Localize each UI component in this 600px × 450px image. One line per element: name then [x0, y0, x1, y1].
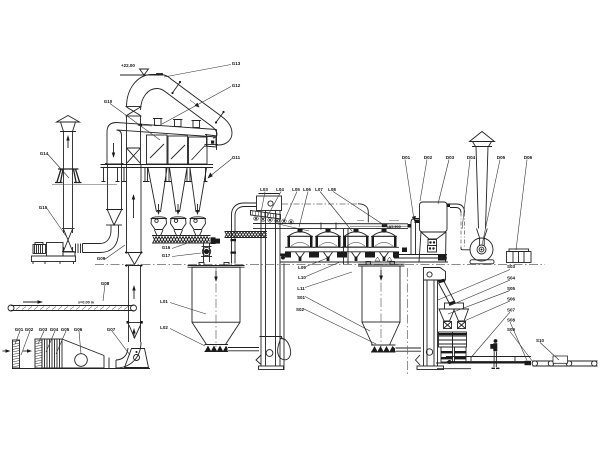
svg-text:S05: S05 [507, 286, 516, 291]
svg-text:D01: D01 [402, 155, 411, 160]
svg-text:S02: S02 [296, 307, 305, 312]
svg-text:L01: L01 [160, 299, 168, 304]
svg-text:L10: L10 [298, 275, 306, 280]
svg-text:S01: S01 [297, 295, 306, 300]
svg-text:S10: S10 [536, 338, 545, 343]
svg-text:Δ5.900: Δ5.900 [389, 225, 401, 229]
svg-text:S09: S09 [507, 327, 516, 332]
svg-text:x=0.00 m: x=0.00 m [78, 301, 95, 305]
svg-text:L07: L07 [315, 187, 323, 192]
svg-text:G15: G15 [39, 205, 48, 210]
svg-text:D05: D05 [497, 155, 506, 160]
svg-text:G12: G12 [232, 83, 241, 88]
svg-text:L09: L09 [298, 265, 306, 270]
svg-text:S08: S08 [507, 318, 516, 323]
svg-text:L11: L11 [297, 286, 305, 291]
svg-text:G03: G03 [39, 327, 48, 332]
svg-text:+22.00: +22.00 [121, 63, 135, 68]
svg-text:G04: G04 [50, 327, 59, 332]
svg-text:L03: L03 [260, 187, 268, 192]
svg-text:L08: L08 [328, 187, 336, 192]
svg-text:G17: G17 [162, 253, 171, 258]
svg-text:D04: D04 [467, 155, 476, 160]
svg-text:L04: L04 [276, 187, 284, 192]
svg-text:L05: L05 [292, 187, 300, 192]
svg-text:G08: G08 [101, 281, 110, 286]
svg-text:G09: G09 [97, 256, 106, 261]
svg-text:G13: G13 [232, 61, 241, 66]
svg-text:G11: G11 [232, 155, 241, 160]
svg-text:G14: G14 [40, 151, 49, 156]
svg-text:S04: S04 [507, 276, 516, 281]
svg-text:G02: G02 [25, 327, 34, 332]
svg-text:D03: D03 [446, 155, 455, 160]
svg-text:L06: L06 [303, 187, 311, 192]
svg-text:G01: G01 [15, 327, 24, 332]
svg-text:G07: G07 [107, 327, 116, 332]
svg-text:S03: S03 [507, 264, 516, 269]
svg-text:D06: D06 [524, 155, 533, 160]
svg-text:S07: S07 [507, 308, 516, 313]
svg-text:L02: L02 [160, 325, 168, 330]
svg-text:G16: G16 [162, 245, 171, 250]
svg-text:G10: G10 [104, 99, 113, 104]
svg-text:S06: S06 [507, 297, 516, 302]
svg-text:G06: G06 [74, 327, 83, 332]
svg-text:G05: G05 [61, 327, 70, 332]
svg-text:D02: D02 [424, 155, 433, 160]
